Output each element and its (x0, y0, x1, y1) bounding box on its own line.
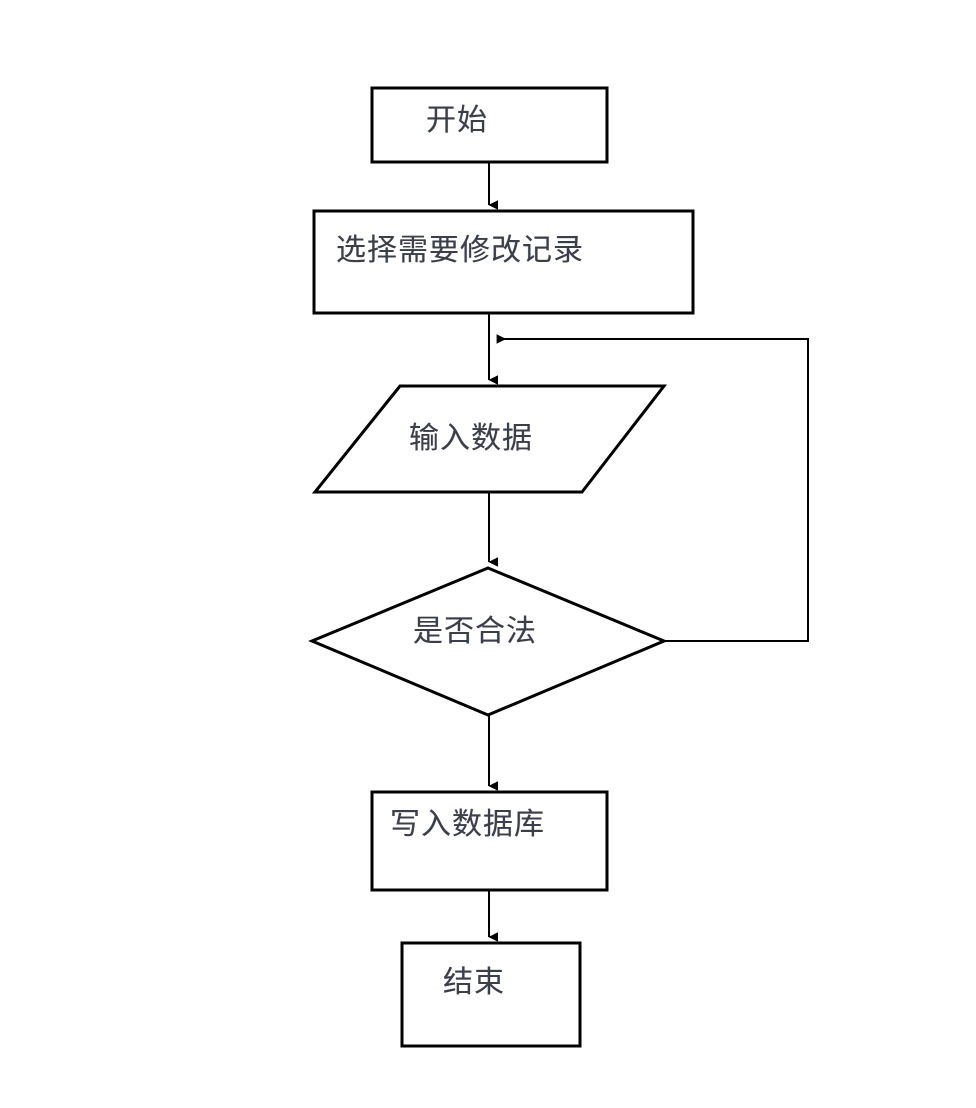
node-is-valid-label: 是否合法 (413, 615, 537, 648)
node-input-data-label: 输入数据 (409, 422, 533, 455)
node-select-record-label: 选择需要修改记录 (336, 234, 584, 267)
edge-is-valid-loop-back-to-input-data (496, 334, 809, 642)
node-write-db-label: 写入数据库 (390, 808, 545, 841)
node-input-data-shape (311, 384, 668, 494)
node-end-shape (400, 941, 582, 1048)
node-select-record-shape (312, 209, 695, 315)
node-start-shape (370, 86, 609, 164)
node-start-label: 开始 (426, 104, 488, 137)
node-end-label: 结束 (443, 966, 505, 999)
node-write-db-shape (370, 790, 609, 892)
